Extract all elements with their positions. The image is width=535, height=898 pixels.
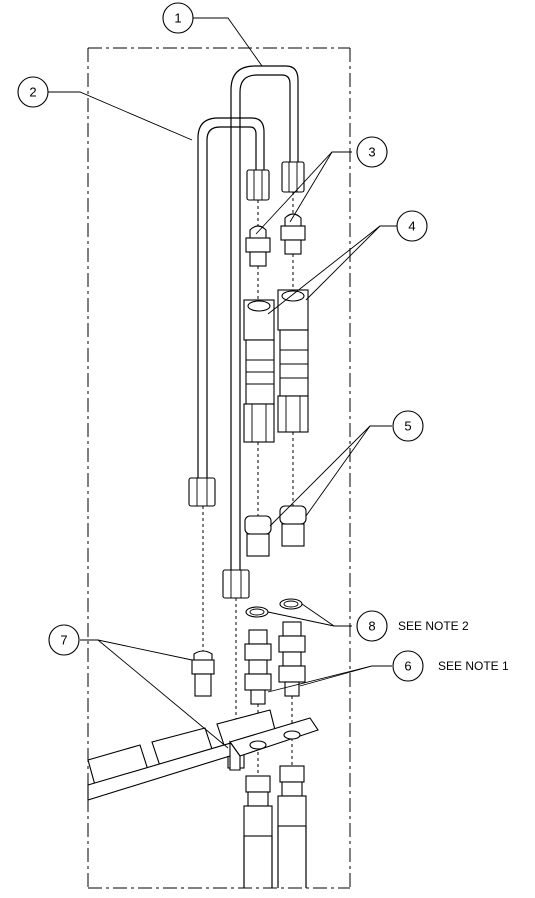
callout-3-number: 3 <box>368 145 375 160</box>
tube-nut-top-right <box>281 161 305 193</box>
callout-8: 8 SEE NOTE 2 <box>356 610 469 642</box>
tube-nut-lower-1 <box>222 569 250 599</box>
callout-8-note: SEE NOTE 2 <box>398 619 469 633</box>
adapter-cap-left <box>244 515 272 557</box>
hose-right <box>277 765 307 888</box>
tube-2 <box>197 117 265 478</box>
leader-lines <box>48 17 402 749</box>
straight-fitting-right <box>278 621 306 697</box>
callout-5: 5 <box>392 410 424 442</box>
callout-6-number: 6 <box>404 659 411 674</box>
callout-1: 1 <box>162 2 194 34</box>
callout-6: 6 SEE NOTE 1 <box>392 650 509 682</box>
callout-2: 2 <box>17 76 49 108</box>
quick-disconnect-right <box>277 289 309 433</box>
fitting-7-upper <box>191 650 215 697</box>
callout-7-number: 7 <box>60 633 67 648</box>
callout-5-number: 5 <box>404 419 411 434</box>
o-ring-left <box>245 606 269 618</box>
callout-4: 4 <box>396 210 428 242</box>
tube-nut-top-left <box>246 169 270 201</box>
o-ring-right <box>279 598 303 610</box>
callout-3: 3 <box>356 136 388 168</box>
callout-1-number: 1 <box>174 11 181 26</box>
hose-left <box>243 775 273 888</box>
mounting-bracket <box>87 709 319 801</box>
adapter-cap-right <box>279 505 307 547</box>
callout-8-number: 8 <box>368 619 375 634</box>
union-fitting-right <box>280 213 306 255</box>
straight-fitting-left <box>244 629 272 705</box>
callout-7: 7 <box>48 624 80 656</box>
quick-disconnect-left <box>243 299 275 443</box>
callout-2-number: 2 <box>29 85 36 100</box>
tube-nut-lower-2 <box>188 477 216 507</box>
union-fitting-left <box>245 225 271 267</box>
callout-4-number: 4 <box>408 219 415 234</box>
callout-6-note: SEE NOTE 1 <box>438 659 509 673</box>
tube-1 <box>230 65 299 570</box>
